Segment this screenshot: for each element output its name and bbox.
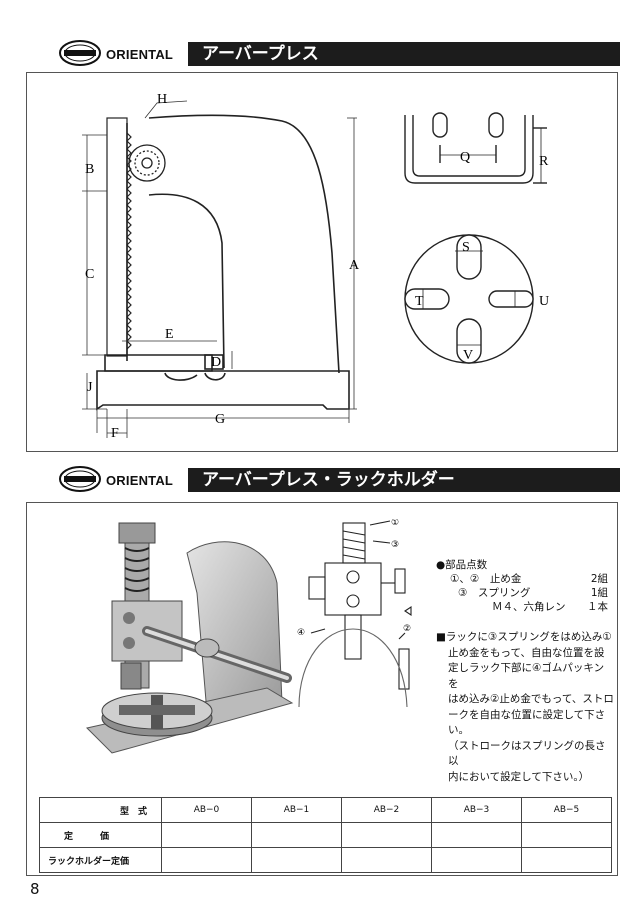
dim-label-u: U [539,294,549,309]
price-cell [431,822,522,848]
parts-heading: ●部品点数 [436,559,488,571]
price-cell [521,847,612,873]
dimension-lines [82,100,357,438]
press-body-outline [96,114,350,411]
section-title: アーバープレス・ラックホルダー [188,468,620,492]
dim-label-d: D [211,355,221,370]
dim-label-b: B [85,162,94,177]
note-line: 止め金をもって、自由な位置を設 [448,646,605,659]
rack-bar [106,117,132,357]
brand-name: ORIENTAL [106,473,174,488]
callout-4: ④ [297,628,305,638]
note-line: 定しラック下部に④ゴムパッキンを [448,662,605,690]
parts-item-name: Ｍ４、六角レン [492,601,566,613]
dim-label-t: T [415,294,424,309]
note-line: （ストロークはスプリングの長さ以 [448,739,606,768]
note-line: はめ込み②止め金でもって、ストロ [448,693,614,705]
parts-item: ③ スプリング 1組 [436,586,612,600]
parts-item-name: ①、② 止め金 [450,573,522,585]
price-cell [251,822,342,848]
note-line: 内において設定して下さい。） [448,770,590,783]
section-title: アーバープレス [188,42,620,66]
price-cell [341,822,432,848]
model-cell: AB−1 [251,797,342,823]
arbor-press-drawing-frame: H B C E D J A G F Q R [26,72,618,452]
spec-header-row: 型 式 AB−0 AB−1 AB−2 AB−3 AB−5 [39,797,612,823]
price-cell [521,822,612,848]
model-cell: AB−3 [431,797,522,823]
model-header: 型 式 [119,806,147,817]
model-cell: AB−0 [161,797,252,823]
parts-item-name: ③ スプリング [458,587,531,599]
rack-holder-price-label: ラックホルダー定価 [39,847,162,873]
price-cell [431,847,522,873]
model-cell: AB−2 [341,797,432,823]
rack-holder-product-illustration [86,522,294,754]
oriental-logo-icon [59,466,101,492]
callout-2: ② [403,624,411,634]
price-row: 定 価 [39,822,612,848]
base-top-view [404,112,547,184]
dim-label-h: H [157,92,167,107]
dim-label-j: J [87,380,93,395]
pinion-gear [128,144,166,182]
brand-name: ORIENTAL [106,47,174,62]
parts-item-qty: １本 [587,601,608,613]
rack-holder-schematic: ① ③ ④ ② [297,519,412,708]
dim-label-v: V [463,348,473,363]
parts-list: ●部品点数 ①、② 止め金 2組 ③ スプリング 1組 Ｍ４、六角レン １本 [436,558,612,614]
callout-1: ① [391,519,399,528]
parts-item: ①、② 止め金 2組 [436,572,612,586]
model-cell: AB−5 [521,797,612,823]
page-number: 8 [30,880,40,898]
price-cell [251,847,342,873]
round-table-view [404,234,534,364]
price-label: 定 価 [39,822,162,848]
dim-label-g: G [215,412,225,427]
note-line: ークを自由な位置に設定して下さ [448,708,606,721]
spec-header-label: 型 式 [39,797,162,823]
installation-note: ■ラックに③スプリングをはめ込み① 止め金をもって、自由な位置を設 定しラック下… [436,630,614,785]
dim-label-f: F [111,426,119,441]
parts-item-qty: 1組 [590,587,608,599]
rack-holder-price-row: ラックホルダー定価 [39,847,612,873]
price-cell [341,847,432,873]
note-line: い。 [448,724,469,736]
callout-3: ③ [391,540,399,550]
dim-label-q: Q [460,150,470,165]
spec-table: 型 式 AB−0 AB−1 AB−2 AB−3 AB−5 定 価 ラックホルダー… [39,797,612,873]
price-cell [161,847,252,873]
dim-label-r: R [539,154,549,169]
section-header-arbor-press: ORIENTAL アーバープレス [58,40,620,68]
arbor-press-technical-drawing: H B C E D J A G F Q R [82,92,549,441]
parts-item-qty: 2組 [590,573,608,585]
parts-item: Ｍ４、六角レン １本 [436,600,612,614]
dim-label-s: S [462,240,470,255]
oriental-logo-icon [59,40,101,66]
note-line: ■ラックに③スプリングをはめ込み① [436,631,612,643]
dim-label-a: A [349,258,360,273]
dim-label-e: E [165,327,174,342]
rack-holder-frame: ① ③ ④ ② 型 式 AB−0 AB−1 AB−2 AB−3 AB−5 定 価… [26,502,618,876]
price-cell [161,822,252,848]
dim-label-c: C [85,267,94,282]
section-header-rack-holder: ORIENTAL アーバープレス・ラックホルダー [58,466,620,494]
